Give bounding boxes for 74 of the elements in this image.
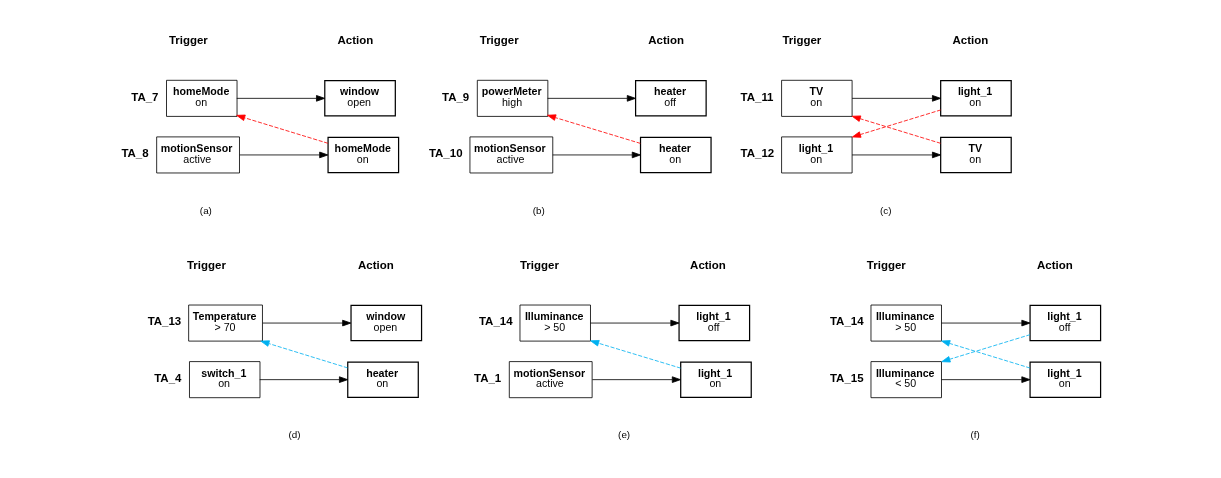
- node-box: switch_1 on: [188, 361, 260, 399]
- label: (e): [617, 429, 630, 441]
- node-box: heater on: [346, 361, 419, 398]
- node-label: TA_14: [478, 315, 513, 328]
- node-label: TA_10: [428, 147, 463, 160]
- node-box: light_1 on: [939, 80, 1012, 117]
- node-label: TA_1: [473, 371, 501, 384]
- node-label: TA_14: [829, 315, 864, 328]
- node-box: light_1 off: [677, 304, 750, 342]
- label: Trigger: [866, 259, 906, 272]
- node-box: TV on: [780, 79, 852, 117]
- label: Trigger: [168, 34, 208, 47]
- arrow: [589, 340, 681, 369]
- label: Action: [689, 259, 726, 272]
- label: Action: [647, 34, 684, 47]
- node-box: light_1 on: [780, 136, 852, 174]
- node-label: TA_12: [740, 147, 774, 160]
- label: Action: [337, 34, 373, 47]
- node-box: window open: [323, 80, 396, 117]
- node-box: heater off: [634, 80, 707, 117]
- arrow: [589, 319, 679, 327]
- node-box: heater on: [639, 136, 712, 174]
- arrow: [261, 319, 351, 327]
- label: Action: [952, 34, 988, 47]
- node-label: TA_13: [147, 315, 181, 328]
- node-label: TA_11: [740, 90, 774, 103]
- arrow: [235, 114, 328, 144]
- node-box: light_1 on: [1028, 361, 1101, 398]
- node-box: TV on: [939, 136, 1012, 174]
- label: (a): [199, 204, 212, 216]
- node-box: light_1 off: [1028, 304, 1101, 342]
- node-label: TA_15: [829, 371, 864, 384]
- label: (d): [287, 429, 300, 441]
- label: Action: [1036, 259, 1073, 272]
- arrow: [940, 319, 1030, 327]
- node-box: homeMode on: [165, 79, 237, 117]
- label: (f): [969, 429, 980, 441]
- arrow: [851, 151, 941, 159]
- arrow: [940, 376, 1030, 383]
- arrow: [238, 151, 328, 159]
- node-box: light_1 on: [679, 361, 752, 398]
- arrow: [940, 334, 1030, 363]
- label: (c): [879, 204, 891, 216]
- label: Trigger: [186, 259, 226, 272]
- label: Action: [357, 259, 394, 272]
- node-box: motionSensor active: [508, 361, 593, 399]
- arrow: [851, 109, 941, 138]
- node-label: TA_8: [120, 147, 149, 160]
- node-box: Illuminance < 50: [870, 361, 942, 399]
- arrow: [546, 95, 636, 102]
- node-box: window open: [349, 304, 422, 342]
- arrow: [546, 114, 641, 144]
- arrow: [940, 340, 1030, 369]
- node-box: homeMode on: [326, 136, 399, 174]
- node-box: powerMeter high: [476, 79, 548, 117]
- label: (b): [532, 204, 545, 216]
- arrow: [851, 95, 941, 102]
- arrow: [851, 115, 941, 144]
- label: Trigger: [519, 259, 559, 272]
- node-label: TA_4: [153, 371, 181, 384]
- arrow: [258, 376, 348, 383]
- node-box: Temperature > 70: [187, 304, 263, 342]
- arrow: [235, 95, 325, 102]
- node-label: TA_7: [130, 90, 158, 103]
- label: Trigger: [781, 34, 821, 47]
- arrow: [551, 151, 641, 159]
- arrow: [591, 376, 681, 383]
- label: Trigger: [479, 34, 519, 47]
- node-box: motionSensor active: [155, 136, 240, 174]
- node-box: Illuminance > 50: [519, 304, 591, 342]
- node-label: TA_9: [441, 90, 469, 103]
- arrow: [259, 340, 348, 369]
- node-box: motionSensor active: [469, 136, 553, 174]
- node-box: Illuminance > 50: [870, 304, 942, 342]
